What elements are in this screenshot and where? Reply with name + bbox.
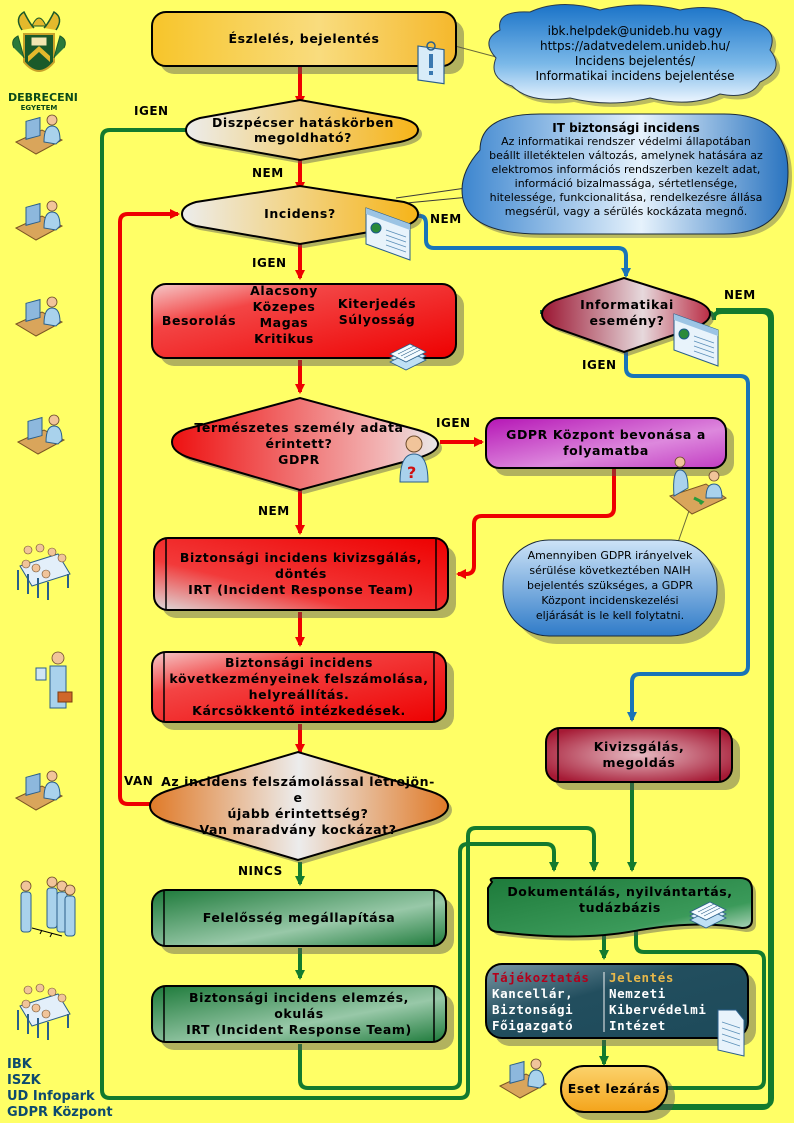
edge-label-dispatcher-no: NEM bbox=[252, 166, 284, 180]
node-remediate[interactable] bbox=[151, 651, 447, 723]
callout-it-incident-text: IT biztonsági incidens Az informatikai r… bbox=[466, 121, 786, 219]
arrow-dispatcher-yes-to-document bbox=[100, 128, 599, 1100]
callout-gdpr-note-text: Amennyiben GDPR irányelvek sérülése köve… bbox=[526, 549, 693, 622]
edge-label-residual-no: NINCS bbox=[238, 864, 283, 878]
callout-report-channel-text: ibk.helpdek@unideb.hu vagy https://adatv… bbox=[535, 24, 735, 83]
legend-item: UD Infopark bbox=[7, 1089, 95, 1104]
meeting-table-icon bbox=[17, 983, 71, 1041]
severity-levels: Alacsony Közepes Magas Kritikus bbox=[250, 283, 318, 346]
callout-gdpr-note bbox=[502, 539, 725, 644]
report-column: Jelentés Nemzeti Kibervédelmi Intézet bbox=[609, 970, 707, 1033]
classification-dimensions: Kiterjedés Súlyosság bbox=[337, 296, 417, 327]
node-document-label: Dokumentálás, nyilvántartás,tudázbázis bbox=[507, 884, 733, 915]
node-investigate[interactable] bbox=[153, 537, 449, 611]
node-responsibility-label: Felelősség megállapítása bbox=[202, 910, 396, 925]
node-examine-solve-label: Kivizsgálás,megoldás bbox=[593, 739, 685, 770]
callout-it-incident bbox=[461, 113, 792, 238]
arrow-incident-no-to-it-event bbox=[418, 214, 631, 278]
decision-incident[interactable] bbox=[180, 184, 420, 246]
university-name: DEBRECENI EGYETEM bbox=[8, 91, 78, 113]
node-classification[interactable] bbox=[151, 283, 457, 359]
document-page-icon bbox=[717, 1009, 745, 1057]
person-question-icon: ? bbox=[399, 435, 429, 483]
legend-item: GDPR Központ bbox=[7, 1105, 113, 1120]
person-with-briefcase-icon bbox=[35, 651, 73, 709]
arrow-it-event-yes-to-examine bbox=[624, 352, 750, 722]
decision-it-event[interactable] bbox=[540, 276, 712, 354]
edge-label-incident-yes: IGEN bbox=[252, 256, 287, 270]
handover-desk-icon bbox=[668, 456, 727, 515]
arrow-analysis-to-document bbox=[298, 842, 559, 1090]
team-group-icon bbox=[20, 876, 76, 938]
responsible-units-legend: IBK ISZK UD Infopark GDPR Központ bbox=[7, 1057, 113, 1121]
classification-title: Besorolás bbox=[161, 313, 237, 328]
decision-dispatcher[interactable] bbox=[184, 98, 420, 162]
callout-report-channel bbox=[488, 3, 781, 107]
arrow-it-event-no-line bbox=[602, 308, 774, 1111]
legend-item: ISZK bbox=[7, 1073, 41, 1088]
node-inform-report[interactable] bbox=[485, 963, 749, 1039]
node-close-case[interactable] bbox=[560, 1065, 668, 1113]
arrow-document-to-close bbox=[610, 930, 766, 1093]
legend-item: IBK bbox=[7, 1057, 32, 1072]
inform-title: Tájékoztatás bbox=[492, 970, 590, 985]
node-analysis[interactable] bbox=[151, 985, 447, 1043]
node-responsibility[interactable] bbox=[151, 889, 447, 947]
operator-at-desk-icon bbox=[15, 200, 63, 241]
inform-column: Tájékoztatás Kancellár, Biztonsági Főiga… bbox=[492, 970, 590, 1033]
node-gdpr-center[interactable] bbox=[485, 417, 727, 469]
arrow-gdpr-center-to-investigate bbox=[456, 468, 616, 579]
operator-at-desk-icon bbox=[15, 770, 63, 811]
decision-residual-risk[interactable] bbox=[148, 750, 450, 862]
edge-label-gdpr-no: NEM bbox=[258, 504, 290, 518]
report-title: Jelentés bbox=[609, 970, 675, 985]
node-detect-label: Észlelés, bejelentés bbox=[228, 31, 380, 46]
arrow-residual-yes-loop bbox=[118, 209, 180, 806]
edge-label-gdpr-yes: IGEN bbox=[436, 416, 471, 430]
node-close-case-label: Eset lezárás bbox=[567, 1081, 661, 1096]
meeting-table-icon bbox=[17, 543, 71, 601]
clipboard-alert-icon bbox=[417, 41, 445, 85]
svg-text:?: ? bbox=[407, 463, 416, 482]
edge-label-incident-no: NEM bbox=[430, 212, 462, 226]
it-incident-title: IT biztonsági incidens bbox=[552, 121, 700, 135]
edge-label-it-event-no: NEM bbox=[724, 288, 756, 302]
decision-incident-label: Incidens? bbox=[264, 206, 336, 221]
operator-at-desk-icon bbox=[15, 114, 63, 155]
edge-label-it-event-yes: IGEN bbox=[582, 358, 617, 372]
node-document[interactable] bbox=[487, 877, 753, 938]
decision-gdpr[interactable] bbox=[170, 396, 440, 492]
edge-label-residual-yes: VAN bbox=[124, 774, 154, 788]
operator-at-desk-icon bbox=[17, 414, 65, 455]
operator-at-desk-icon bbox=[15, 296, 63, 337]
node-detect[interactable] bbox=[151, 11, 457, 67]
edge-label-dispatcher-yes: IGEN bbox=[134, 104, 169, 118]
university-crest-logo bbox=[12, 10, 66, 72]
callout-pointer-report bbox=[454, 45, 501, 59]
operator-at-desk-icon bbox=[499, 1058, 547, 1099]
node-examine-solve[interactable] bbox=[545, 727, 733, 783]
